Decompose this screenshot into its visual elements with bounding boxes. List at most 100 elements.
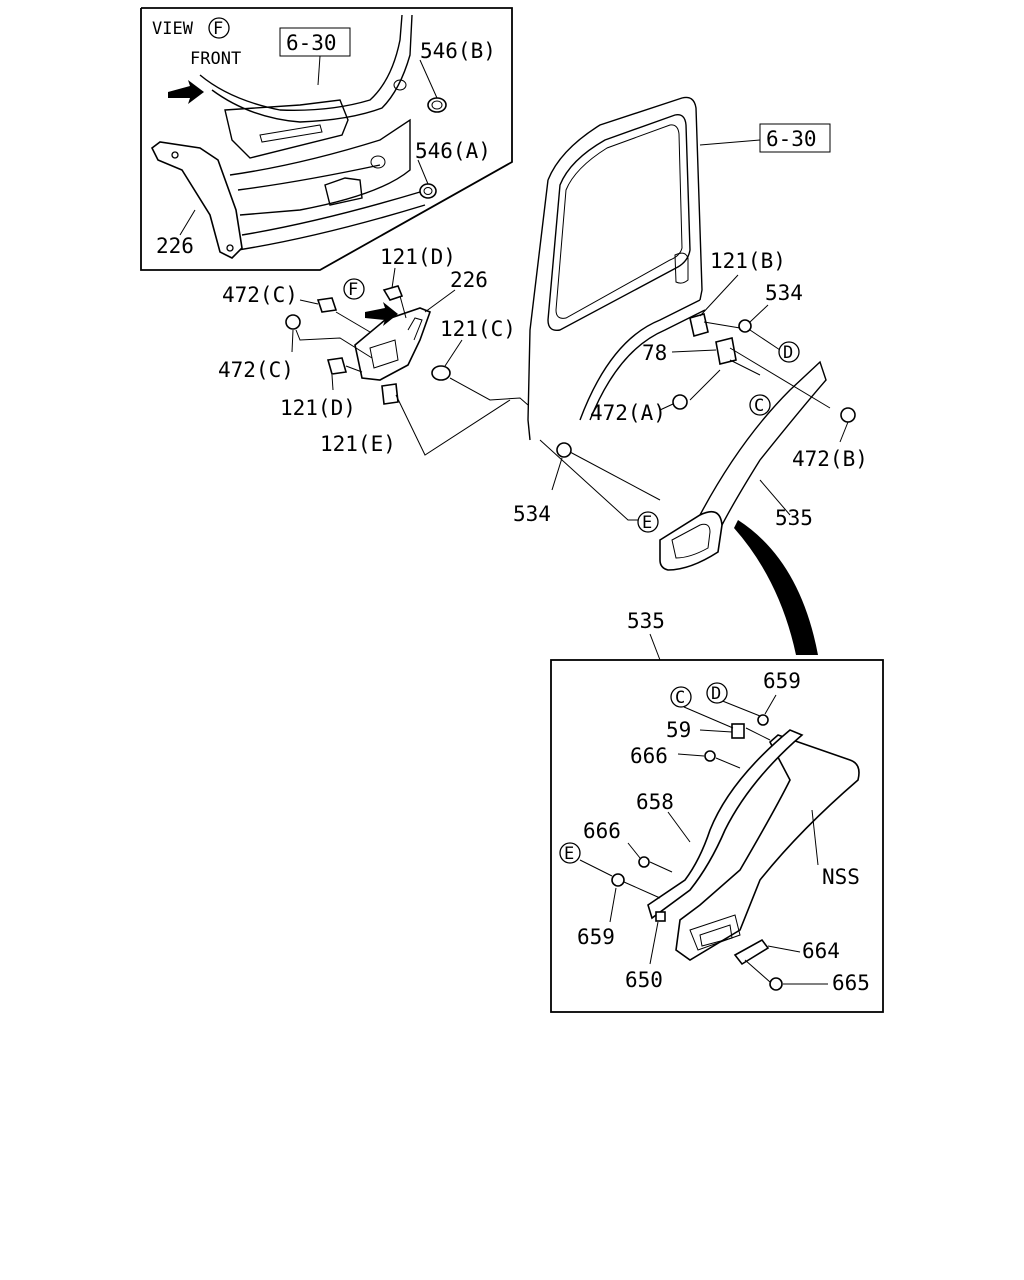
bracket-226-slot (369, 339, 399, 369)
grommet-546a-inner (423, 187, 433, 195)
door-lower-curve (579, 299, 701, 421)
view-ref: F (213, 19, 223, 39)
marker-c-circle (749, 394, 771, 416)
detail-bolt-659-low (611, 873, 625, 887)
label-nss: NSS (822, 865, 860, 889)
leader-472a (659, 403, 674, 411)
view-f-inset: VIEW F FRONT 6-30 546(B) 546(A) 226 (140, 7, 513, 271)
leader-546a (417, 159, 429, 185)
door-assembly: 6-30 (527, 96, 831, 441)
detail-frame (550, 659, 884, 1013)
leader-534-low (551, 457, 563, 491)
detail-marker-d-circle (706, 682, 728, 704)
clip-121d-top (382, 285, 404, 301)
detail-clip-59 (731, 723, 745, 739)
view-label: VIEW (152, 19, 194, 39)
ref-6-30-view-box (279, 27, 351, 57)
view-f-roof-line (199, 14, 403, 111)
label-534-low: 534 (513, 502, 551, 526)
label-472c-top: 472(C) (222, 283, 298, 307)
clip-121e (381, 383, 399, 405)
assembly-line-472c-top (335, 311, 371, 333)
clip-534-low (556, 442, 572, 458)
leader-59 (699, 729, 733, 733)
ref-6-30-main: 6-30 (766, 127, 817, 151)
leader-detail-d (719, 699, 761, 717)
detail-marker-d: D (711, 684, 721, 704)
assembly-line-121d (399, 295, 407, 319)
label-659-top: 659 (763, 669, 801, 693)
label-666-mid: 666 (583, 819, 621, 843)
ref-6-30-view: 6-30 (286, 31, 337, 55)
leader-664 (767, 945, 801, 953)
step-area: D C E 121(B) 534 78 472(A) 472(B) 534 53… (513, 249, 868, 655)
label-59: 59 (666, 718, 691, 742)
view-f-rail (237, 164, 381, 191)
label-121c: 121(C) (440, 317, 516, 341)
leader-534-right (749, 304, 769, 323)
leader-6-30-main (699, 139, 761, 146)
door-window (547, 114, 691, 331)
leader-226-view (179, 209, 196, 236)
marker-e-circle (637, 511, 659, 533)
step-535-fender (699, 360, 827, 526)
label-121d-low: 121(D) (280, 396, 356, 420)
assembly-line-534-low (569, 451, 661, 501)
door-window-inner (555, 124, 683, 319)
leader-659-low (609, 887, 617, 923)
detail-trim-658 (647, 729, 804, 920)
view-f-inner-panel (229, 118, 411, 216)
marker-d-circle (778, 341, 800, 363)
detail-marker-c-circle (670, 686, 692, 708)
detail-clip-650 (655, 911, 666, 922)
view-f-arrow-icon (365, 302, 398, 326)
detail-535-box: 535 (550, 609, 884, 1013)
hinge-bracket-area: F 121(D) 226 472(C) 121(C) 472(C) 121(D)… (218, 245, 529, 456)
leader-472c-top (299, 299, 319, 305)
leader-650 (649, 921, 659, 965)
leader-6-30-view (317, 55, 321, 86)
detail-clip-666-mid (638, 856, 650, 868)
door-handle-hole (674, 252, 689, 284)
leader-659-top (764, 694, 777, 715)
assembly-line-e (539, 439, 640, 521)
label-546b: 546(B) (420, 39, 496, 63)
marker-d: D (783, 343, 793, 363)
detail-marker-c: C (675, 688, 685, 708)
detail-fender-nss (675, 734, 860, 961)
bolt-472b (840, 407, 856, 423)
detail-assembly-659 (623, 881, 661, 899)
label-472b: 472(B) (792, 447, 868, 471)
leader-666-top (677, 753, 705, 757)
front-label: FRONT (190, 49, 241, 69)
bolt-472c-left (285, 314, 301, 330)
leader-121d-top (391, 267, 396, 289)
view-f-hole-2 (370, 155, 386, 169)
leader-666-mid (627, 842, 641, 859)
door-lower-curve-2 (589, 309, 706, 421)
label-659-low: 659 (577, 925, 615, 949)
view-f-bracket-226 (150, 141, 243, 259)
assembly-line-534 (749, 329, 781, 351)
detail-callout-arrow-icon (734, 520, 818, 655)
clip-121b (689, 312, 709, 338)
leader-535 (759, 479, 791, 516)
ref-6-30-main-box (759, 123, 831, 153)
leader-658 (667, 811, 691, 843)
label-78: 78 (642, 341, 667, 365)
label-664: 664 (802, 939, 840, 963)
assembly-line-121c (449, 377, 529, 406)
bolt-472c-top (316, 297, 338, 313)
detail-fender-step-inner (699, 924, 733, 947)
grommet-546b-inner (431, 100, 443, 110)
clip-121c (431, 365, 451, 381)
label-534-right: 534 (765, 281, 803, 305)
detail-assembly-59 (745, 727, 771, 741)
view-f-sill-2 (237, 204, 426, 251)
clip-121d-low (326, 357, 348, 375)
view-f-hole (393, 79, 407, 91)
bracket-226 (354, 307, 432, 381)
bolt-472a (672, 394, 688, 410)
view-f-bracket-hole (171, 151, 179, 159)
